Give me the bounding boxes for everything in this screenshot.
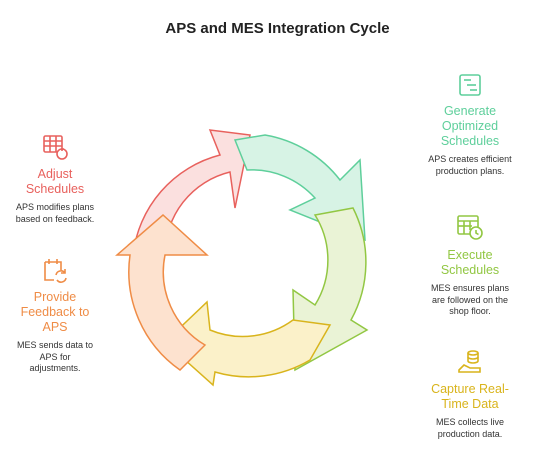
step-description-line: APS modifies plans bbox=[15, 202, 95, 212]
step-heading-line: Schedules bbox=[25, 182, 85, 196]
step-description-line: production plans. bbox=[435, 165, 505, 176]
step-provide-feedback-to-aps: Provide Feedback to APS MES sends data t… bbox=[5, 256, 105, 375]
step-heading-line: Adjust bbox=[37, 167, 73, 181]
step-description-line: are followed on the bbox=[431, 294, 509, 305]
step-generate-optimized-schedules: Generate Optimized Schedules APS creates… bbox=[410, 72, 530, 177]
gantt-chart-icon bbox=[459, 74, 481, 96]
step-description-line: based on feedback. bbox=[15, 213, 95, 224]
step-description-line: MES sends data to bbox=[16, 340, 94, 350]
step-capture-real-time-data: Capture Real- Time Data MES collects liv… bbox=[410, 348, 530, 440]
step-description-line: MES collects live bbox=[435, 417, 505, 427]
step-description-line: APS for bbox=[39, 351, 71, 362]
calendar-clock-icon bbox=[457, 215, 483, 240]
diagram-title: APS and MES Integration Cycle bbox=[165, 20, 390, 37]
step-heading-line: Execute bbox=[447, 248, 493, 262]
database-icon bbox=[458, 350, 481, 373]
step-heading-line: Optimized bbox=[441, 119, 499, 133]
step-heading-line: Generate bbox=[443, 104, 497, 118]
step-execute-schedules: Execute Schedules MES ensures plans are … bbox=[410, 212, 530, 318]
step-heading-line: Schedules bbox=[440, 263, 500, 277]
step-description-line: production data. bbox=[437, 428, 503, 439]
step-heading-line: Capture Real- bbox=[431, 382, 509, 396]
arrow-feedback-to-adjust bbox=[115, 213, 209, 371]
step-description-line: APS creates efficient bbox=[428, 154, 512, 164]
calendar-refresh-icon bbox=[44, 259, 67, 283]
step-heading-line: Feedback to bbox=[20, 305, 90, 319]
step-description-line: shop floor. bbox=[449, 306, 491, 316]
step-heading-line: Time Data bbox=[441, 397, 499, 411]
arrow-capture-to-feedback bbox=[163, 300, 332, 387]
table-refresh-icon bbox=[43, 135, 68, 160]
step-heading-line: Schedules bbox=[440, 134, 500, 148]
cycle-diagram bbox=[115, 129, 369, 387]
step-description-line: adjustments. bbox=[29, 363, 81, 373]
step-adjust-schedules: Adjust Schedules APS modifies plans base… bbox=[5, 133, 105, 225]
step-description-line: MES ensures plans bbox=[430, 283, 510, 293]
step-heading-line: APS bbox=[42, 320, 68, 334]
step-heading-line: Provide bbox=[33, 290, 77, 304]
